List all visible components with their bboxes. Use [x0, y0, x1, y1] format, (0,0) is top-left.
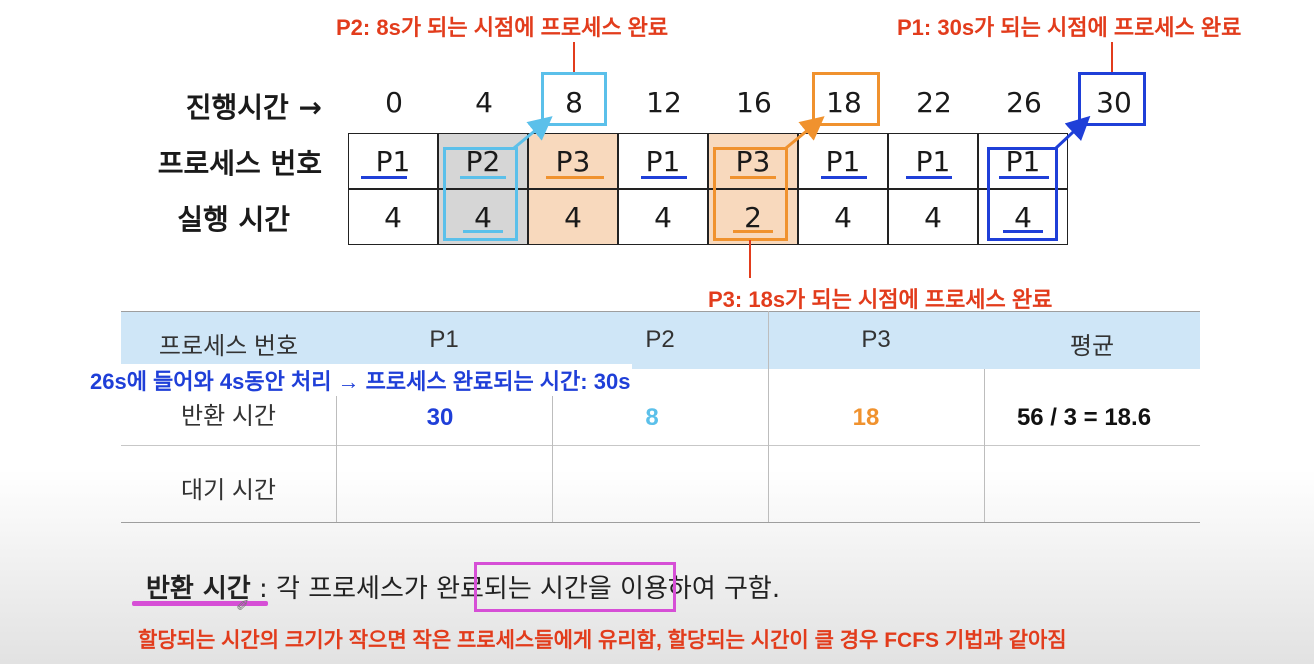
p1-underline	[361, 176, 407, 179]
table-col-divider	[336, 369, 337, 522]
footer-note: 할당되는 시간의 크기가 작으면 작은 프로세스들에게 유리함, 할당되는 시간…	[138, 629, 1067, 652]
row-label-turnaround: 반환 시간	[181, 403, 276, 430]
gantt-process-cell: P3	[528, 133, 618, 189]
gantt-exec-cell: 4	[348, 189, 438, 245]
p1-underline	[821, 176, 867, 179]
tick-16: 16	[736, 86, 772, 119]
tick-8: 8	[565, 86, 583, 119]
gantt-exec-cell: 4	[528, 189, 618, 245]
table-header-p2: P2	[645, 326, 675, 353]
p1-explanation-note: 26s에 들어와 4s동안 처리 → 프로세스 완료되는 시간: 30s	[88, 364, 633, 396]
gantt-process-cell: P1	[978, 133, 1068, 189]
p2-connector-line	[573, 42, 575, 72]
row-label-time: 진행시간 →	[185, 91, 322, 124]
p2-arrow	[513, 116, 553, 150]
gantt-exec-cell: 4	[618, 189, 708, 245]
gantt-process-cell: P1	[798, 133, 888, 189]
table-header-p3: P3	[861, 326, 891, 353]
turnaround-average: 56 / 3 = 18.6	[1016, 404, 1152, 431]
tick-18: 18	[826, 86, 862, 119]
gantt-process-cell: P2	[438, 133, 528, 189]
gantt-exec-cell: 4	[438, 189, 528, 245]
p3-exec-underline	[733, 230, 773, 233]
p2-completion-note: P2: 8s가 되는 시점에 프로세스 완료	[336, 15, 669, 40]
definition-pre: : 각 프로세스가	[250, 574, 437, 604]
table-header-p1: P1	[429, 326, 459, 353]
p1-exec-underline	[1003, 230, 1043, 233]
table-col-divider	[984, 369, 985, 522]
turnaround-p1: 30	[426, 404, 454, 431]
gantt-exec-cell: 4	[798, 189, 888, 245]
tick-30: 30	[1096, 86, 1132, 119]
cursor-icon: ✐	[236, 596, 250, 615]
gantt-process-cell: P1	[888, 133, 978, 189]
definition-post: 을 이용하여 구함.	[587, 574, 781, 604]
definition-boxed: 완료되는 시간	[436, 574, 588, 604]
row-label-waiting: 대기 시간	[181, 477, 276, 504]
turnaround-p3: 18	[852, 404, 880, 431]
p2-underline	[460, 176, 506, 179]
definition-term: 반환 시간	[146, 574, 251, 604]
table-col-divider	[552, 369, 553, 522]
term-pink-underline	[132, 601, 268, 606]
p1-column-highlight	[987, 147, 1058, 241]
table-col-divider	[768, 311, 769, 522]
gantt-exec-cell: 4	[978, 189, 1068, 245]
p1-arrow	[1054, 115, 1091, 150]
table-top-border	[121, 311, 1200, 312]
p2-column-highlight	[443, 147, 518, 241]
tick-12: 12	[646, 86, 682, 119]
p2-exec-underline	[463, 230, 503, 233]
p3-column-highlight	[713, 147, 788, 241]
gantt-exec-cell: 4	[888, 189, 978, 245]
gantt-exec-cell: 2	[708, 189, 798, 245]
row-label-process: 프로세스 번호	[157, 147, 322, 180]
p1-underline	[906, 176, 952, 179]
tick-4: 4	[475, 86, 493, 119]
row-label-exec: 실행 시간	[177, 203, 290, 236]
turnaround-p2: 8	[645, 404, 659, 431]
p1-completion-note: P1: 30s가 되는 시점에 프로세스 완료	[897, 15, 1242, 40]
table-bottom-border	[121, 522, 1200, 523]
gantt-process-cell: P1	[618, 133, 708, 189]
tick-22: 22	[916, 86, 952, 119]
p3-connector-line	[749, 240, 751, 278]
table-row-divider	[121, 445, 1200, 446]
p1-underline	[641, 176, 687, 179]
results-table-header-bg	[121, 311, 1200, 369]
table-header-process: 프로세스 번호	[158, 333, 299, 360]
tick-8-highlight	[541, 72, 607, 126]
completion-arrows	[513, 115, 1091, 150]
gantt-process-cell: P3	[708, 133, 798, 189]
p3-underline	[730, 176, 776, 179]
tick-30-highlight	[1078, 72, 1146, 126]
tick-18-highlight	[812, 72, 880, 126]
tick-0: 0	[385, 86, 403, 119]
p3-arrow	[785, 116, 825, 150]
tick-26: 26	[1006, 86, 1042, 119]
definition-highlight-box	[474, 562, 676, 612]
p1-underline	[999, 176, 1049, 179]
turnaround-definition: 반환 시간 : 각 프로세스가 완료되는 시간을 이용하여 구함.	[146, 568, 780, 605]
p3-completion-note: P3: 18s가 되는 시점에 프로세스 완료	[708, 287, 1053, 312]
p1-connector-line	[1111, 42, 1113, 72]
gantt-process-cell: P1	[348, 133, 438, 189]
p3-underline	[546, 176, 604, 179]
table-header-average: 평균	[1069, 333, 1115, 360]
